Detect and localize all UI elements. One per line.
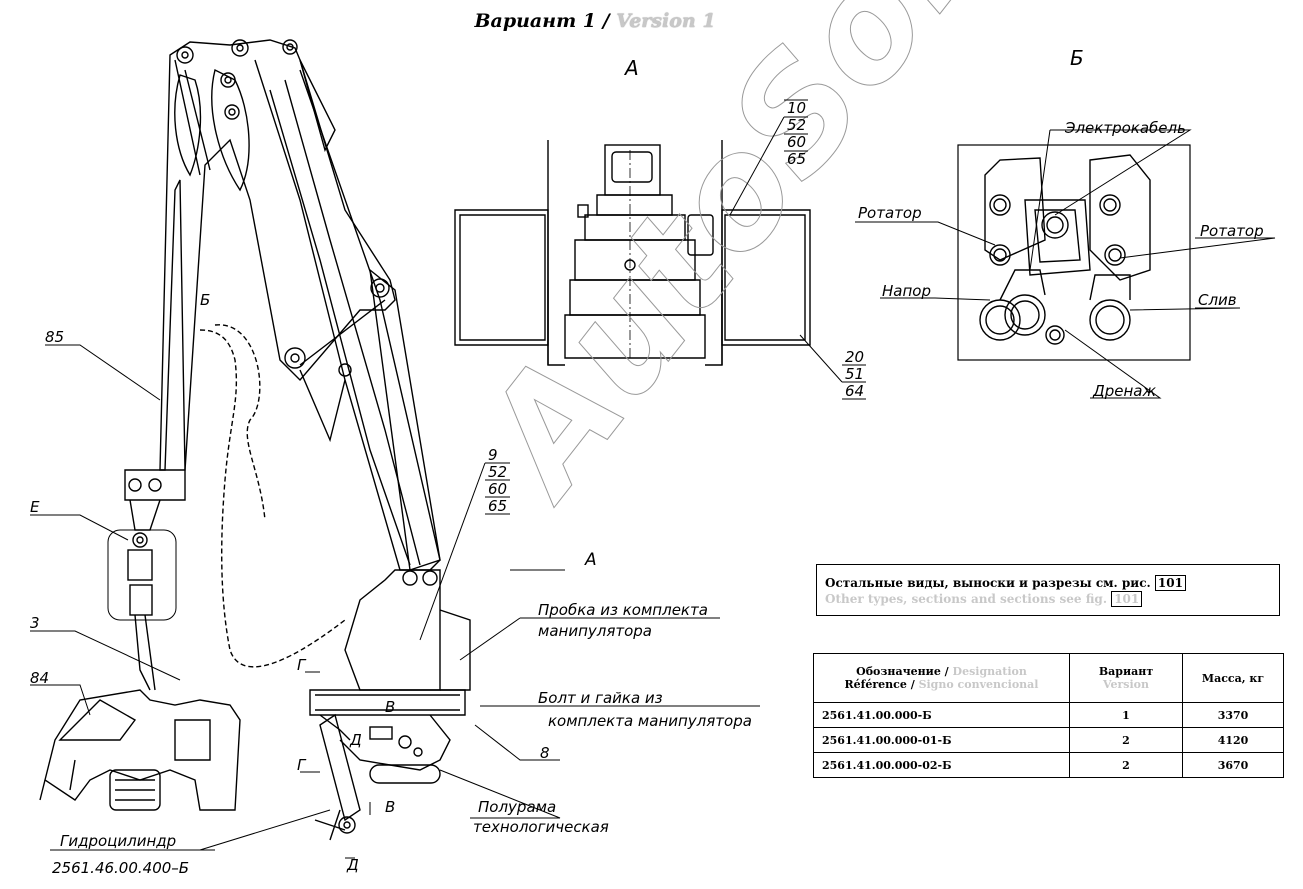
stack-bottom-3: 64: [845, 382, 864, 400]
section-d-2: Д: [346, 856, 359, 874]
header-designation: Обозначение / Designation Référence / Si…: [813, 653, 1070, 703]
callout-8: 8: [540, 744, 550, 762]
note-ref: 101: [1154, 575, 1186, 591]
variant-table: Обозначение / Designation Référence / Si…: [813, 653, 1284, 778]
section-v-2: В: [385, 798, 395, 816]
note-line-1: Остальные виды, выноски и разрезы см. ри…: [825, 576, 1151, 590]
cell-mass: 3370: [1182, 702, 1284, 728]
stack-a-4: 65: [488, 497, 507, 515]
reference-note: Остальные виды, выноски и разрезы см. ри…: [816, 564, 1280, 616]
callout-85: 85: [45, 328, 64, 346]
crane-arm: [39, 39, 471, 841]
view-b-drawing: [957, 144, 1191, 361]
hose-rotator-1: Ротатор: [858, 204, 922, 222]
label-gidro-2: 2561.46.00.400–Б: [52, 859, 189, 877]
hose-napor: Напор: [882, 282, 931, 300]
label-poluram-2: технологическая: [473, 818, 609, 836]
title-sub: Version 1: [616, 10, 716, 32]
stack-bottom-1: 20: [845, 348, 864, 366]
view-a-drawing: [454, 140, 811, 366]
cell-variant: 2: [1069, 727, 1183, 753]
cell-designation: 2561.41.00.000-02-Б: [813, 752, 1070, 778]
label-poluram-1: Полурама: [478, 798, 556, 816]
section-d-1: Д: [349, 731, 362, 749]
label-bolt-2: комплекта манипулятора: [548, 712, 752, 730]
sheet-title: Вариант 1 / Version 1: [0, 10, 1190, 32]
stack-top-2: 52: [787, 116, 806, 134]
hose-cable: Электрокабель: [1064, 119, 1186, 137]
stack-a-3: 60: [488, 480, 507, 498]
cell-variant: 1: [1069, 702, 1183, 728]
callout-3: 3: [30, 614, 40, 632]
stack-a-2: 52: [488, 463, 507, 481]
view-a-label: А: [623, 56, 639, 80]
table-row: 2561.41.00.000-Б 1 3370: [813, 702, 1284, 728]
hose-sliv: Слив: [1198, 291, 1237, 309]
table-header: Обозначение / Designation Référence / Si…: [813, 653, 1284, 703]
watermark-text: AutoSoft: [445, 0, 1051, 530]
stack-top-3: 60: [787, 133, 806, 151]
label-gidro-1: Гидроцилиндр: [60, 832, 176, 850]
stack-a-1: 9: [488, 446, 498, 464]
view-b-label: Б: [1070, 46, 1084, 70]
cell-designation: 2561.41.00.000-01-Б: [813, 727, 1070, 753]
title-main: Вариант 1 /: [474, 10, 610, 32]
note-ref-2: 101: [1111, 591, 1143, 607]
header-designation-en: Designation: [952, 665, 1027, 678]
stack-top-1: 10: [787, 99, 806, 117]
callout-e: Е: [30, 498, 40, 516]
cell-mass: 4120: [1182, 727, 1284, 753]
cell-mass: 3670: [1182, 752, 1284, 778]
callout-84: 84: [30, 669, 49, 687]
arrow-a-label: А: [584, 550, 597, 570]
table-row: 2561.41.00.000-01-Б 2 4120: [813, 727, 1284, 753]
header-variant: Вариант Version: [1069, 653, 1183, 703]
label-bolt-1: Болт и гайка из: [538, 689, 663, 707]
section-v-1: В: [385, 698, 395, 716]
header-variant-en: Version: [1102, 678, 1150, 691]
header-variant-ru: Вариант: [1098, 665, 1154, 678]
hose-drenazh: Дренаж: [1092, 382, 1156, 400]
section-g-1: Г: [297, 656, 307, 674]
cell-designation: 2561.41.00.000-Б: [813, 702, 1070, 728]
hose-rotator-2: Ротатор: [1200, 222, 1264, 240]
cell-variant: 2: [1069, 752, 1183, 778]
section-g-2: Г: [297, 756, 307, 774]
stack-bottom-2: 51: [845, 365, 864, 383]
label-probka-2: манипулятора: [538, 622, 652, 640]
header-mass: Масса, кг: [1182, 653, 1284, 703]
header-designation-es: Signo convencional: [918, 678, 1039, 691]
label-probka-1: Пробка из комплекта: [538, 601, 708, 619]
note-line-2: Other types, sections and sections see f…: [825, 592, 1107, 606]
header-designation-fr: Référence /: [844, 678, 915, 691]
stack-top-4: 65: [787, 150, 806, 168]
header-designation-ru: Обозначение /: [856, 665, 949, 678]
table-row: 2561.41.00.000-02-Б 2 3670: [813, 752, 1284, 778]
callout-b-small: Б: [200, 291, 210, 309]
